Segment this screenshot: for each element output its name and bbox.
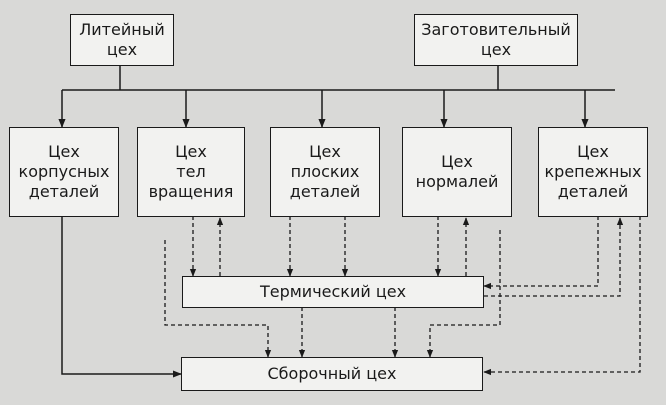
box-flat-label: Цех плоских деталей [289,142,361,201]
connector-thermal-fasteners [484,217,624,297]
connector-thermal-assembly-left [164,240,272,358]
box-housing: Цех корпусных деталей [9,127,119,217]
connector-housing-assembly [61,216,182,378]
box-blank-label: Заготовительный цех [421,20,571,59]
box-rotation-label: Цех тел вращения [148,142,234,201]
connector-fasteners-thermal [483,216,599,290]
box-foundry-label: Литейный цех [79,20,165,59]
box-normals: Цех нормалей [402,127,512,217]
box-fasteners-label: Цех крепежных деталей [544,142,642,201]
box-flat: Цех плоских деталей [270,127,380,217]
connector-normals-assembly [426,230,501,358]
box-assembly: Сборочный цех [181,357,483,391]
box-blank: Заготовительный цех [414,14,578,66]
box-assembly-label: Сборочный цех [267,364,397,383]
box-foundry: Литейный цех [70,14,174,66]
box-fasteners: Цех крепежных деталей [538,127,648,217]
box-thermal: Термический цех [182,276,484,308]
connector-fasteners-assembly [483,216,641,376]
box-rotation: Цех тел вращения [137,127,245,217]
box-normals-label: Цех нормалей [415,152,499,191]
box-thermal-label: Термический цех [259,282,407,301]
box-housing-label: Цех корпусных деталей [18,142,110,201]
